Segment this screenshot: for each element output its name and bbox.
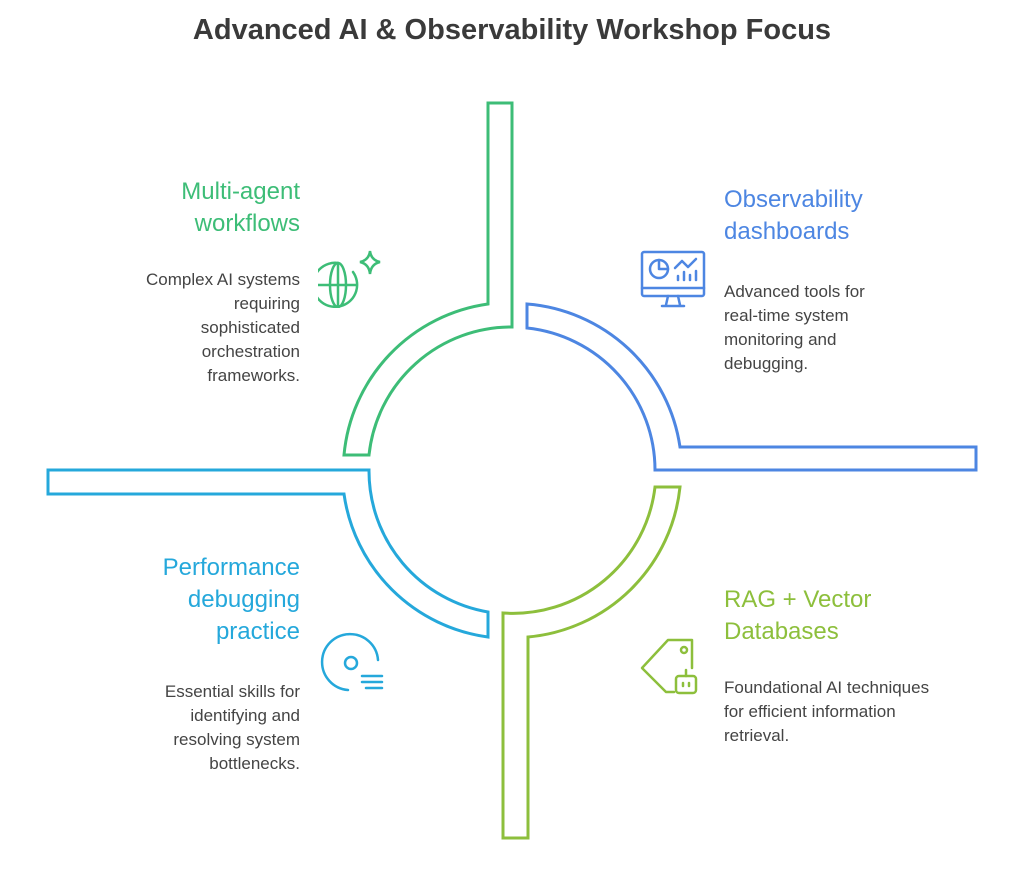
section-heading-performance: Performance debugging practice <box>100 552 300 648</box>
section-description-multi-agent: Complex AI systems requiring sophisticat… <box>80 268 300 388</box>
heading-line: debugging <box>187 586 300 613</box>
globe-sparkle-icon <box>318 250 381 308</box>
description-line: requiring <box>233 294 300 313</box>
description-line: resolving system <box>173 730 300 749</box>
quadrant-rag <box>501 485 682 840</box>
monitor-chart-icon <box>640 250 706 308</box>
gauge-list-icon <box>320 632 384 692</box>
section-description-performance: Essential skills for identifying and res… <box>80 680 300 776</box>
quadrant-multi-agent <box>342 101 514 457</box>
quadrant-observability <box>525 302 978 472</box>
tag-robot-icon <box>640 638 698 695</box>
page-title: Advanced AI & Observability Workshop Foc… <box>192 14 832 46</box>
description-line: for efficient information <box>724 702 896 721</box>
section-description-rag: Foundational AI techniques for efficient… <box>724 676 929 748</box>
description-line: debugging. <box>724 354 809 373</box>
description-line: orchestration <box>201 342 300 361</box>
description-line: bottlenecks. <box>209 754 300 773</box>
description-line: Foundational AI techniques <box>724 678 930 697</box>
description-line: Advanced tools for <box>724 282 865 301</box>
section-heading-rag: RAG + Vector Databases <box>724 584 871 648</box>
description-line: sophisticated <box>200 318 300 337</box>
description-line: Complex AI systems <box>146 270 300 289</box>
description-line: monitoring and <box>724 330 837 349</box>
section-heading-multi-agent: Multi-agent workflows <box>100 176 300 240</box>
section-description-observability: Advanced tools for real-time system moni… <box>724 280 865 376</box>
heading-line: Observability <box>724 186 863 213</box>
description-line: Essential skills for <box>164 682 300 701</box>
section-heading-observability: Observability dashboards <box>724 184 863 248</box>
heading-line: Performance <box>162 554 300 581</box>
heading-line: dashboards <box>724 218 850 245</box>
description-line: identifying and <box>190 706 300 725</box>
heading-line: workflows <box>194 210 300 237</box>
description-line: real-time system <box>724 306 849 325</box>
heading-line: practice <box>215 618 300 645</box>
description-line: frameworks. <box>207 366 300 385</box>
heading-line: Databases <box>724 618 839 645</box>
quadrant-performance <box>46 468 490 639</box>
description-line: retrieval. <box>724 726 790 745</box>
heading-line: RAG + Vector <box>724 586 872 613</box>
heading-line: Multi-agent <box>181 178 300 205</box>
